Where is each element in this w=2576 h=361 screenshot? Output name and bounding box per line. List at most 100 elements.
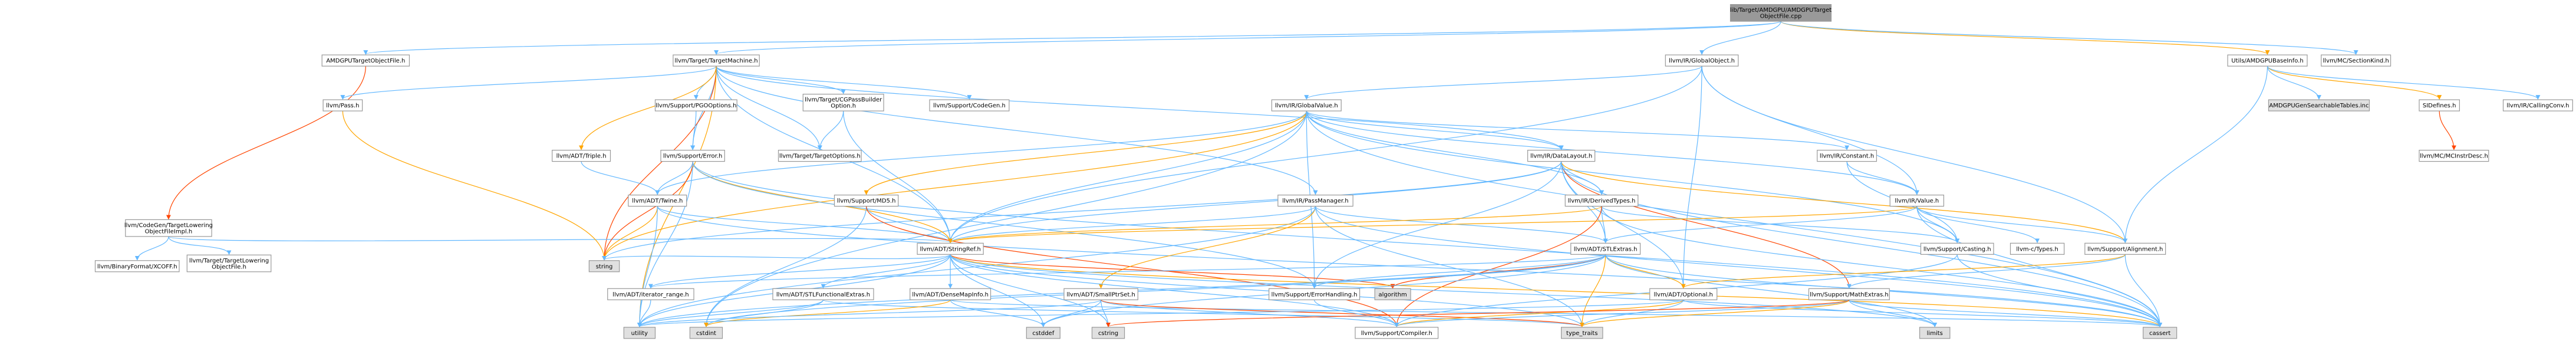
node-box [1355, 327, 1439, 339]
node-error_handling[interactable]: llvm/Support/ErrorHandling.h [1269, 288, 1361, 300]
edge-error_handling-to-support_compiler [1314, 300, 1399, 327]
node-adt_optional[interactable]: llvm/ADT/Optional.h [1649, 288, 1718, 300]
node-label: Utils/AMDGPUBaseInfo.h [2231, 58, 2303, 64]
node-target_options[interactable]: llvm/Target/TargetOptions.h [778, 150, 862, 162]
edge-si_defines-to-mc_instr_desc [2439, 111, 2456, 150]
node-adt_stlextras[interactable]: llvm/ADT/STLExtras.h [1570, 242, 1641, 255]
node-iterator_range[interactable]: llvm/ADT/iterator_range.h [607, 288, 694, 300]
node-section_kind[interactable]: llvm/MC/SectionKind.h [2321, 54, 2391, 67]
edge-global_value-to-ir_constant [1306, 110, 1849, 150]
node-pgo_options[interactable]: llvm/Support/PGOOptions.h [654, 99, 737, 111]
edge-dense_map_info-to-cstddef [950, 300, 1046, 327]
edge-adt_stringref-to-cassert [950, 254, 2162, 327]
node-support_compiler[interactable]: llvm/Support/Compiler.h [1355, 327, 1439, 339]
edge-adt_twine-to-cassert [657, 206, 2162, 327]
node-support_codegen[interactable]: llvm/Support/CodeGen.h [929, 99, 1010, 111]
node-calling_conv[interactable]: llvm/IR/CallingConv.h [2502, 99, 2573, 111]
node-ir_constant[interactable]: llvm/IR/Constant.h [1817, 150, 1877, 162]
node-label: ObjectFile.h [212, 264, 246, 270]
node-binary_format_xcoff[interactable]: llvm/BinaryFormat/XCOFF.h [94, 260, 180, 273]
node-label: llvm/BinaryFormat/XCOFF.h [97, 264, 177, 270]
node-global_object[interactable]: llvm/IR/GlobalObject.h [1665, 54, 1739, 67]
node-amdgpu_tof_h[interactable]: AMDGPUTargetObjectFile.h [321, 54, 410, 67]
node-amdgpu_base_info[interactable]: Utils/AMDGPUBaseInfo.h [2227, 54, 2308, 67]
edge-adt_optional-to-cassert [1683, 299, 2162, 327]
edge-global_value-to-support_md5 [864, 111, 1307, 195]
node-label: cassert [2149, 330, 2170, 337]
node-adt_twine[interactable]: llvm/ADT/Twine.h [628, 195, 687, 207]
edge-adt_twine-to-string [602, 206, 658, 261]
edge-global_value-to-ir_datalayout [1306, 110, 1564, 150]
edge-adt_optional-to-utility [637, 299, 1684, 327]
node-box [1889, 195, 1945, 207]
node-stl_functional_extras[interactable]: llvm/ADT/STLFunctionalExtras.h [772, 288, 874, 300]
edge-support_error-to-error_handling [692, 161, 1317, 289]
node-cstdint[interactable]: cstdint [689, 327, 723, 339]
node-root[interactable]: lib/Target/AMDGPU/AMDGPUTargetObjectFile… [1730, 4, 1832, 22]
edge-math_extras-to-cassert [1849, 299, 2162, 327]
edge-adt_stlextras-to-type_traits [1579, 254, 1606, 327]
node-cstring[interactable]: cstring [1091, 327, 1125, 339]
edge-support_error-to-adt_twine [655, 161, 693, 195]
edge-adt_stringref-to-cstring [950, 254, 1111, 327]
node-limits[interactable]: limits [1919, 327, 1951, 339]
node-ir_pass_manager[interactable]: llvm/IR/PassManager.h [1277, 195, 1353, 207]
node-ir_pass[interactable]: llvm/Pass.h [322, 99, 363, 111]
edge-support_error-to-adt_stringref [692, 161, 953, 244]
edge-support_md5-to-cstdint [703, 206, 867, 327]
edge-math_extras-to-support_compiler [1394, 299, 1850, 327]
node-adt_stringref[interactable]: llvm/ADT/StringRef.h [917, 242, 984, 255]
node-support_alignment[interactable]: llvm/Support/Alignment.h [2084, 242, 2166, 255]
node-type_traits[interactable]: type_traits [1561, 327, 1603, 339]
node-box [2084, 242, 2166, 255]
node-algorithm[interactable]: algorithm [1374, 288, 1411, 300]
node-cstddef[interactable]: cstddef [1026, 327, 1060, 339]
node-label: SIDefines.h [2423, 103, 2456, 109]
edge-cg_tlof_impl-to-binary_format_xcoff [134, 236, 169, 261]
node-cg_tlof_impl[interactable]: llvm/CodeGen/TargetLoweringObjectFileImp… [124, 219, 213, 237]
node-box [607, 288, 694, 300]
node-math_extras[interactable]: llvm/Support/MathExtras.h [1808, 288, 1890, 300]
edge-stl_functional_extras-to-utility [637, 299, 824, 327]
node-amdgpu_gen_searchable[interactable]: AMDGPUGenSearchableTables.inc [2268, 99, 2370, 111]
node-box [1269, 288, 1361, 300]
node-si_defines[interactable]: SIDefines.h [2419, 99, 2460, 111]
edge-ir_datalayout-to-error_handling [1312, 161, 1562, 289]
node-global_value[interactable]: llvm/IR/GlobalValue.h [1271, 99, 1342, 111]
node-box [802, 94, 884, 111]
edge-root-to-amdgpu_base_info [1780, 21, 2270, 55]
node-label: llvm/Support/PGOOptions.h [655, 103, 736, 109]
edge-support_alignment-to-cassert [2124, 254, 2163, 327]
node-ir_derived_types[interactable]: llvm/IR/DerivedTypes.h [1564, 195, 1639, 207]
edge-adt_stringref-to-iterator_range [648, 254, 951, 289]
node-cassert[interactable]: cassert [2143, 327, 2178, 339]
edge-global_value-to-ir_value [1306, 111, 1919, 195]
node-label: llvm/IR/GlobalValue.h [1275, 103, 1338, 109]
edge-adt_triple-to-adt_twine [581, 161, 660, 195]
node-label: llvm/IR/DataLayout.h [1530, 153, 1592, 160]
node-mc_instr_desc[interactable]: llvm/MC/MCInstrDesc.h [2419, 150, 2489, 162]
node-utility[interactable]: utility [623, 327, 656, 339]
node-box [673, 54, 760, 67]
node-adt_triple[interactable]: llvm/ADT/Triple.h [552, 150, 611, 162]
node-target_machine[interactable]: llvm/Target/TargetMachine.h [673, 54, 760, 67]
edge-ir_datalayout-to-adt_optional [1561, 161, 1686, 289]
edges-layer [134, 21, 2541, 327]
node-support_error[interactable]: llvm/Support/Error.h [660, 150, 725, 162]
edge-amdgpu_base_info-to-support_alignment [2123, 66, 2268, 244]
node-dense_map_info[interactable]: llvm/ADT/DenseMapInfo.h [910, 288, 991, 300]
edge-cg_pass_builder-to-adt_stringref [843, 111, 953, 244]
node-small_ptr_set[interactable]: llvm/ADT/SmallPtrSet.h [1063, 288, 1139, 300]
node-label: cstdint [696, 330, 716, 337]
node-support_casting[interactable]: llvm/Support/Casting.h [1920, 242, 1994, 255]
node-ir_value[interactable]: llvm/IR/Value.h [1889, 195, 1945, 207]
node-ir_datalayout[interactable]: llvm/IR/DataLayout.h [1527, 150, 1596, 162]
node-support_md5[interactable]: llvm/Support/MD5.h [834, 195, 899, 207]
node-string[interactable]: string [588, 260, 620, 273]
node-label: llvm/IR/Constant.h [1820, 153, 1874, 160]
edge-pgo_options-to-support_error [690, 111, 697, 150]
edge-adt_stlextras-to-error_handling [1312, 254, 1606, 289]
node-llvm_c_types[interactable]: llvm-c/Types.h [2010, 242, 2065, 255]
